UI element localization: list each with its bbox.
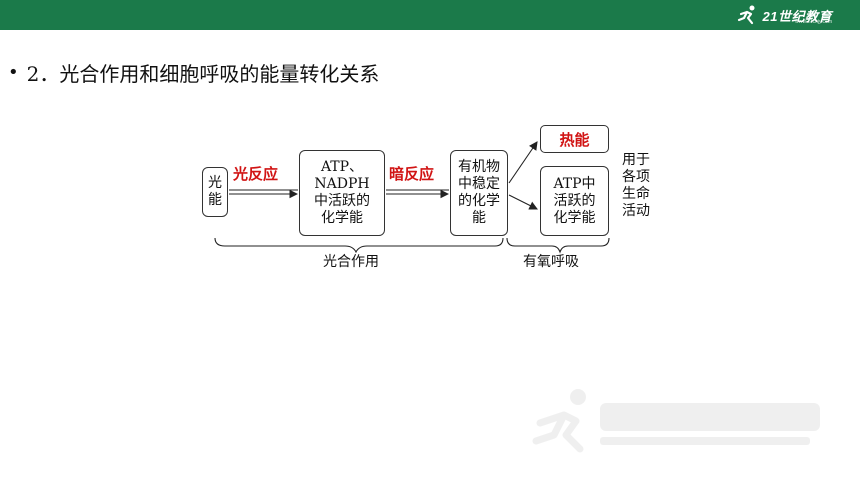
life-activities-line-1: 用于 (622, 152, 650, 168)
atp-nadph-box: ATP、 NADPH 中活跃的 化学能 (299, 150, 385, 236)
atp-nadph-line-2: NADPH (314, 176, 370, 192)
dark-reaction-label: 暗反应 (389, 165, 435, 183)
light-energy-box: 光 能 (202, 167, 228, 217)
organic-line-4: 能 (472, 210, 486, 226)
light-energy-char-2: 能 (208, 192, 222, 208)
title-text: 光合作用和细胞呼吸的能量转化关系 (59, 62, 380, 86)
runner-icon (737, 5, 755, 25)
aerobic-respiration-label: 有氧呼吸 (523, 254, 579, 270)
organic-line-1: 有机物 (458, 159, 500, 175)
organic-matter-box: 有机物 中稳定 的化学 能 (450, 150, 508, 236)
brand-logo: 21世纪教育 www.21cnjy.com (737, 4, 832, 26)
title-number: 2． (26, 62, 60, 86)
watermark-logo-icon (532, 389, 820, 453)
organic-line-3: 的化学 (458, 193, 500, 209)
life-activities-line-4: 活动 (622, 203, 650, 219)
brace-aerobic-respiration (506, 237, 610, 254)
heat-energy-box: 热能 (540, 125, 609, 153)
life-activities-line-2: 各项 (622, 169, 650, 185)
atp-nadph-line-4: 化学能 (321, 210, 363, 226)
bullet-point: • (8, 62, 19, 83)
atp-nadph-line-1: ATP、 (320, 159, 364, 175)
arrow-organic-to-heat (508, 141, 538, 184)
arrow-organic-to-atp-active (508, 194, 538, 210)
life-activities-text: 用于 各项 生命 活动 (622, 152, 650, 220)
life-activities-line-3: 生命 (622, 186, 650, 202)
atp-active-line-2: 活跃的 (553, 192, 596, 209)
header-bar: 21世纪教育 www.21cnjy.com (0, 0, 860, 30)
brace-photosynthesis (214, 237, 504, 254)
atp-nadph-line-3: 中活跃的 (314, 193, 370, 209)
atp-active-energy-box: ATP中 活跃的 化学能 (540, 166, 609, 236)
light-reaction-label: 光反应 (233, 165, 279, 183)
page-title: • 2．光合作用和细胞呼吸的能量转化关系 (8, 58, 379, 87)
logo-subtext: www.21cnjy.com (795, 19, 832, 25)
heat-energy-label: 热能 (559, 130, 590, 149)
atp-active-line-3: 化学能 (553, 209, 596, 226)
organic-line-2: 中稳定 (458, 176, 500, 192)
light-energy-char-1: 光 (208, 175, 222, 191)
logo-text: 21世纪教育 (762, 8, 832, 24)
photosynthesis-label: 光合作用 (323, 254, 379, 270)
atp-active-line-1: ATP中 (553, 175, 596, 192)
